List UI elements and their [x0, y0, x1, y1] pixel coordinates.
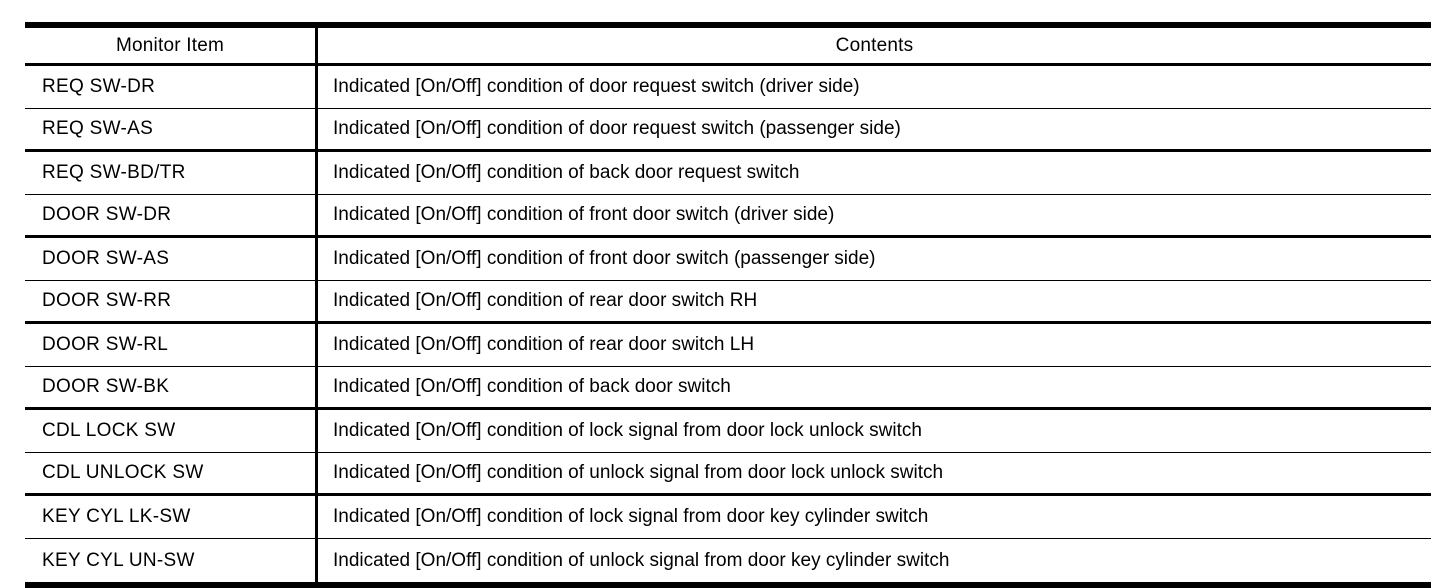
contents-cell: Indicated [On/Off] condition of lock sig…: [315, 410, 1431, 452]
contents-cell: Indicated [On/Off] condition of door req…: [315, 109, 1431, 149]
table-header-row: Monitor Item Contents: [25, 28, 1431, 66]
table-row: REQ SW-AS Indicated [On/Off] condition o…: [25, 109, 1431, 152]
monitor-item-cell: DOOR SW-AS: [42, 248, 170, 269]
column-header-monitor-item: Monitor Item: [116, 34, 224, 56]
contents-cell: Indicated [On/Off] condition of unlock s…: [315, 453, 1431, 493]
monitor-item-cell: DOOR SW-RL: [42, 334, 169, 355]
table-row: KEY CYL UN-SW Indicated [On/Off] conditi…: [25, 539, 1431, 582]
table-row: DOOR SW-RL Indicated [On/Off] condition …: [25, 324, 1431, 367]
contents-cell: Indicated [On/Off] condition of back doo…: [315, 152, 1431, 194]
monitor-item-cell: REQ SW-AS: [42, 118, 154, 139]
contents-cell: Indicated [On/Off] condition of lock sig…: [315, 496, 1431, 538]
monitor-item-cell: KEY CYL UN-SW: [42, 549, 195, 571]
column-header-contents: Contents: [315, 28, 1431, 63]
contents-cell: Indicated [On/Off] condition of door req…: [315, 66, 1431, 108]
monitor-item-cell: KEY CYL LK-SW: [42, 506, 191, 527]
table-row: REQ SW-DR Indicated [On/Off] condition o…: [25, 66, 1431, 109]
monitor-item-cell: REQ SW-BD/TR: [42, 162, 186, 183]
contents-cell: Indicated [On/Off] condition of rear doo…: [315, 324, 1431, 366]
contents-cell: Indicated [On/Off] condition of front do…: [315, 195, 1431, 235]
contents-cell: Indicated [On/Off] condition of back doo…: [315, 367, 1431, 407]
table-row: DOOR SW-RR Indicated [On/Off] condition …: [25, 281, 1431, 324]
table-row: CDL LOCK SW Indicated [On/Off] condition…: [25, 410, 1431, 453]
monitor-item-cell: CDL LOCK SW: [42, 420, 176, 441]
contents-cell: Indicated [On/Off] condition of front do…: [315, 238, 1431, 280]
monitor-item-cell: DOOR SW-DR: [42, 204, 172, 225]
monitor-item-cell: REQ SW-DR: [42, 76, 156, 97]
table-row: KEY CYL LK-SW Indicated [On/Off] conditi…: [25, 496, 1431, 539]
monitor-item-cell: DOOR SW-BK: [42, 376, 170, 397]
table-row: CDL UNLOCK SW Indicated [On/Off] conditi…: [25, 453, 1431, 496]
table-row: DOOR SW-AS Indicated [On/Off] condition …: [25, 238, 1431, 281]
table-row: DOOR SW-DR Indicated [On/Off] condition …: [25, 195, 1431, 238]
table-row: DOOR SW-BK Indicated [On/Off] condition …: [25, 367, 1431, 410]
contents-cell: Indicated [On/Off] condition of unlock s…: [315, 539, 1431, 582]
monitor-item-table: Monitor Item Contents REQ SW-DR Indicate…: [25, 22, 1431, 588]
monitor-item-cell: DOOR SW-RR: [42, 290, 172, 311]
monitor-item-cell: CDL UNLOCK SW: [42, 462, 204, 483]
table-row: REQ SW-BD/TR Indicated [On/Off] conditio…: [25, 152, 1431, 195]
contents-cell: Indicated [On/Off] condition of rear doo…: [315, 281, 1431, 321]
